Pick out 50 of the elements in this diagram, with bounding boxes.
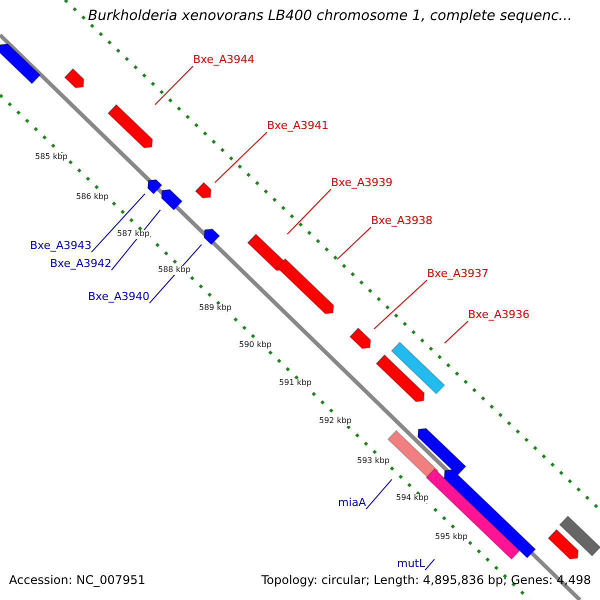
scale-label: 593 kbp [357,457,390,466]
gene-feature [161,189,183,211]
gene-feature [64,68,84,88]
gene-feature [349,327,371,349]
title: Burkholderia xenovorans LB400 chromosome 1, complete sequenc... [88,9,572,24]
leader-line [424,558,435,571]
leader-line [286,188,332,235]
summary-text: Topology: circular; Length: 4,895,836 bp; Genes: 4,498 [261,574,591,588]
leader-line [366,478,392,510]
scale-label: 588 kbp [158,266,191,275]
gene-label: Bxe_A3942 [50,258,112,270]
gene-label: miaA [338,497,366,510]
gene-feature [194,182,212,199]
accession-text: Accession: NC_007951 [9,574,146,588]
gene-label: Bxe_A3943 [30,240,92,252]
gene-feature [375,354,425,402]
leader-line [111,209,161,271]
gene-feature [0,43,41,84]
scale-label: 585 kbp [35,153,68,162]
gene-feature [548,528,579,560]
scale-label: 590 kbp [239,341,272,350]
gene-label: Bxe_A3938 [371,215,433,228]
gene-feature [147,179,163,195]
scale-label: 586 kbp [76,193,109,202]
scale-label: 592 kbp [319,417,352,426]
gene-feature [558,515,600,557]
gene-label: Bxe_A3940 [88,291,150,304]
scale-label: 594 kbp [396,494,429,503]
scale-label: 591 kbp [279,379,312,388]
leader-line [154,66,194,106]
gene-feature [390,342,446,394]
scale-label: 595 kbp [435,533,468,542]
gene-feature [204,228,220,246]
gene-label: Bxe_A3936 [468,309,530,322]
leader-line [336,226,372,260]
leader-line [91,193,146,253]
leader-line [214,132,268,183]
gene-label: mutL [397,558,426,570]
scale-label: 587 kbp [117,230,150,239]
gene-label: Bxe_A3944 [193,54,255,66]
gene-label: Bxe_A3937 [427,268,489,280]
leader-line [374,280,428,330]
gene-feature [276,258,334,314]
gene-label: Bxe_A3939 [331,177,393,190]
gene-feature [246,233,286,271]
scale-label: 589 kbp [199,304,232,313]
gene-feature [417,428,467,476]
leader-line [444,320,468,344]
gene-feature [107,104,153,148]
gene-label: Bxe_A3941 [267,120,329,132]
